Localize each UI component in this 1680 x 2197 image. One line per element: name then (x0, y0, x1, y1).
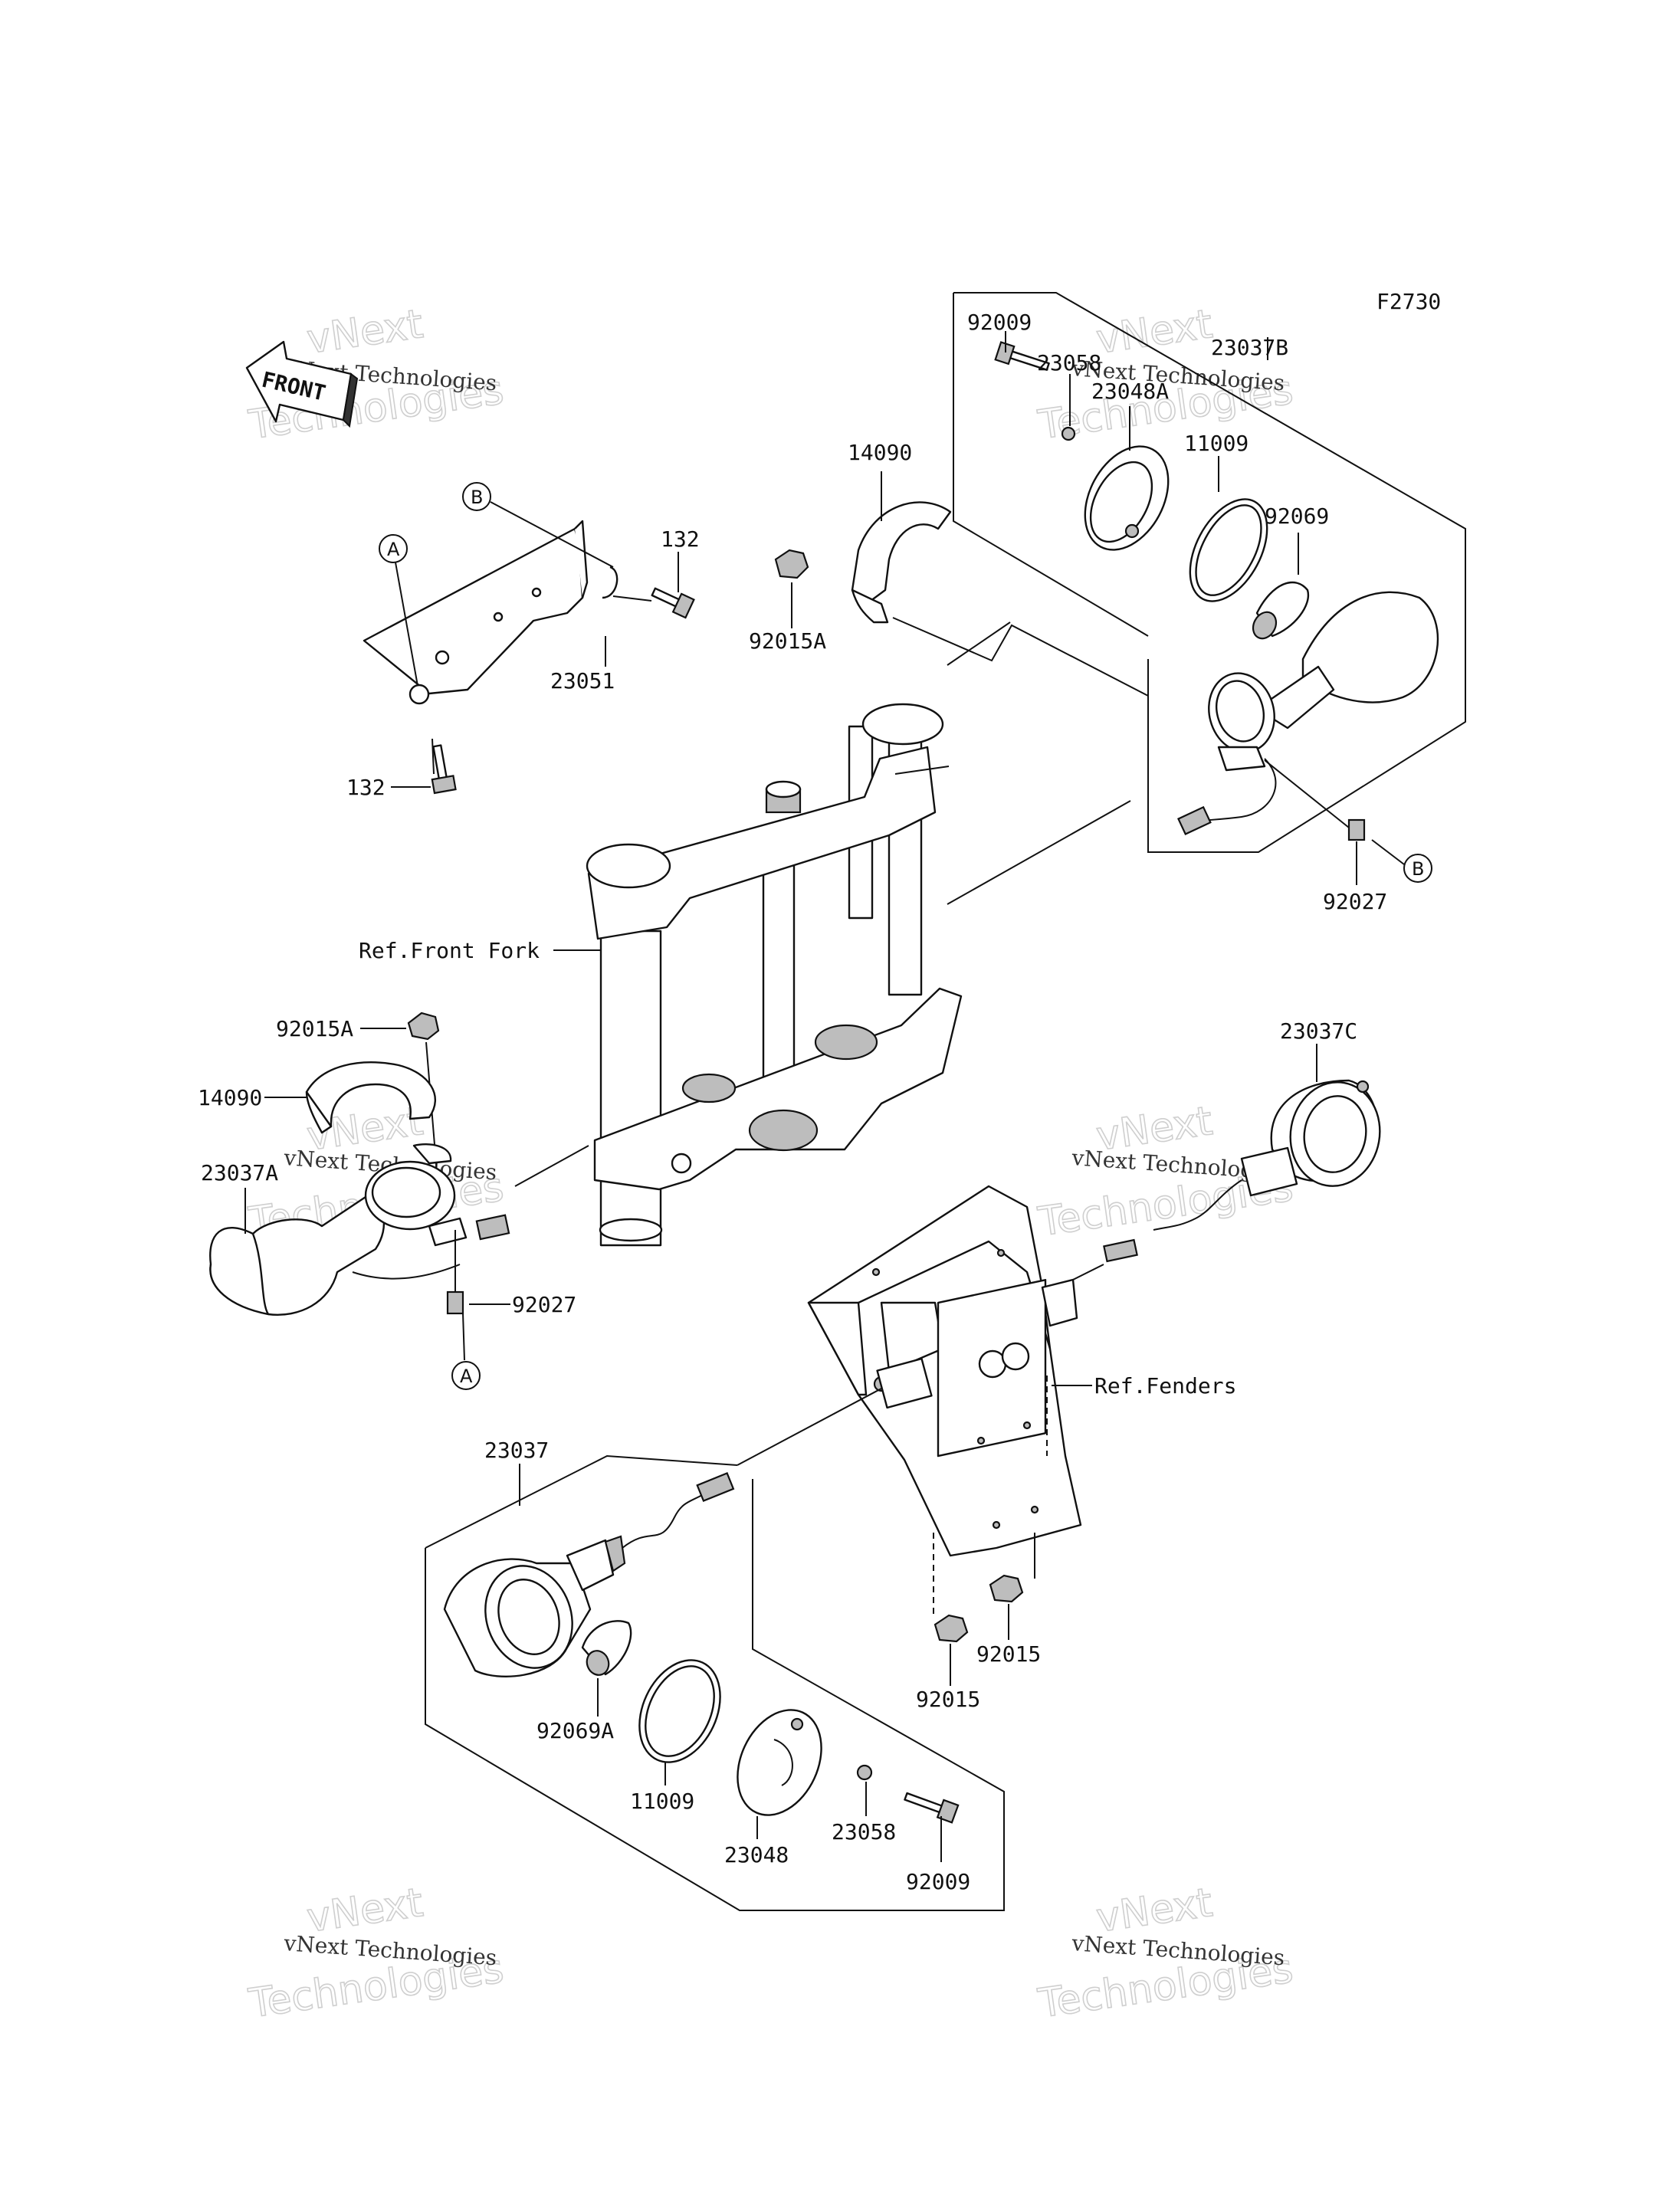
part-label-14090-top: 14090 (848, 440, 912, 465)
front-arrow-icon: FRONT (245, 340, 359, 428)
turn-signal-23037B (1176, 591, 1439, 835)
part-label-23048: 23048 (724, 1842, 789, 1867)
part-label-92015-b: 92015 (976, 1641, 1041, 1667)
part-label-92009-bottom: 92009 (906, 1869, 970, 1894)
bottom-group-outline (425, 1479, 1005, 1911)
bolt-132-bottom (431, 744, 457, 795)
lens-23048A (1084, 445, 1170, 551)
leader-line (462, 1313, 465, 1361)
leader-line (395, 562, 418, 687)
nut-92015-a (934, 1614, 969, 1643)
bulb-92069 (1252, 581, 1310, 640)
leader-line (947, 621, 1011, 666)
gasket-11009-bottom-inner (645, 1665, 715, 1757)
ref-front-fork-label: Ref.Front Fork (359, 938, 540, 963)
watermark-outline-text-small: vNext (304, 301, 426, 363)
headlight-bracket-23051 (363, 520, 619, 705)
leader-line (894, 766, 950, 775)
marker-b-top-label: B (471, 487, 483, 508)
part-label-92027-right: 92027 (1323, 889, 1387, 914)
marker-a-left (451, 1361, 481, 1390)
part-label-23037: 23037 (484, 1438, 549, 1463)
bolt-132-top (651, 587, 695, 619)
leader-line (612, 595, 652, 602)
marker-b-top (462, 482, 491, 511)
screw-92009-bottom (904, 1792, 960, 1824)
part-label-92015A-left: 92015A (276, 1016, 353, 1041)
leader-line (490, 501, 614, 568)
leader-line (1371, 839, 1405, 865)
top-right-group-outline (953, 292, 1466, 853)
part-label-23058-bottom: 23058 (832, 1819, 896, 1844)
spacer-92027-right (1347, 818, 1366, 841)
nut-92015A-top (774, 549, 809, 579)
clamp-14090-top (851, 501, 952, 624)
diagram-code: F2730 (1376, 289, 1441, 314)
nut-92015-b (989, 1574, 1024, 1603)
triple-tree-assembly (586, 703, 963, 1247)
part-label-23048A: 23048A (1091, 379, 1169, 404)
leader-line (737, 1388, 882, 1466)
lens-23048 (737, 1709, 822, 1816)
leader-line (947, 800, 1131, 905)
part-label-92015-a: 92015 (916, 1687, 980, 1712)
part-label-92009-top: 92009 (967, 310, 1032, 335)
washer-23058-top (1061, 426, 1076, 441)
top-right-group-outline-left (953, 293, 1149, 637)
part-label-23037A: 23037A (201, 1160, 278, 1185)
part-label-23051: 23051 (550, 668, 615, 694)
spacer-92027-left (446, 1290, 464, 1315)
watermark-outline-text-small: vNext (1094, 301, 1216, 363)
part-label-11009-bottom: 11009 (630, 1789, 694, 1814)
ref-fenders-label: Ref.Fenders (1094, 1373, 1236, 1399)
gasket-11009-top-inner (1195, 504, 1262, 596)
leader-line (1264, 759, 1350, 828)
screw-92009-top (994, 341, 1050, 371)
part-label-14090-left: 14090 (198, 1085, 262, 1110)
part-label-132: 132 (661, 526, 700, 552)
marker-a-top-label: A (387, 539, 400, 560)
turn-signal-23037A (209, 1160, 510, 1316)
bottom-group-outline-top (425, 1454, 738, 1549)
washer-23058-bottom (856, 1764, 873, 1781)
clamp-14090-left (305, 1061, 452, 1165)
part-label-92027-left: 92027 (512, 1292, 576, 1317)
part-label-92015A-top: 92015A (749, 628, 826, 654)
part-label-92069A: 92069A (536, 1718, 614, 1743)
part-label-23037C: 23037C (1280, 1018, 1357, 1044)
part-label-11009-top: 11009 (1184, 431, 1249, 456)
bulb-92069A (581, 1620, 632, 1676)
part-label-132-bottom: 132 (346, 775, 386, 800)
marker-b-right (1403, 854, 1432, 883)
marker-a-left-label: A (460, 1366, 473, 1387)
part-label-23058-top: 23058 (1037, 350, 1101, 375)
leader-line (892, 617, 1149, 697)
part-label-92069: 92069 (1265, 503, 1329, 529)
turn-signal-23037C (1103, 1079, 1381, 1263)
nut-92015A-left (407, 1012, 440, 1041)
rear-fender-bracket (807, 1185, 1082, 1557)
marker-a-top (379, 534, 408, 563)
leader-line (431, 738, 435, 775)
part-label-23037B: 23037B (1211, 335, 1288, 360)
leader-line (514, 1145, 589, 1187)
watermark-outline-text-small: vNext (1094, 1880, 1216, 1942)
marker-b-right-label: B (1412, 858, 1424, 880)
turn-signal-23037 (443, 1472, 735, 1677)
